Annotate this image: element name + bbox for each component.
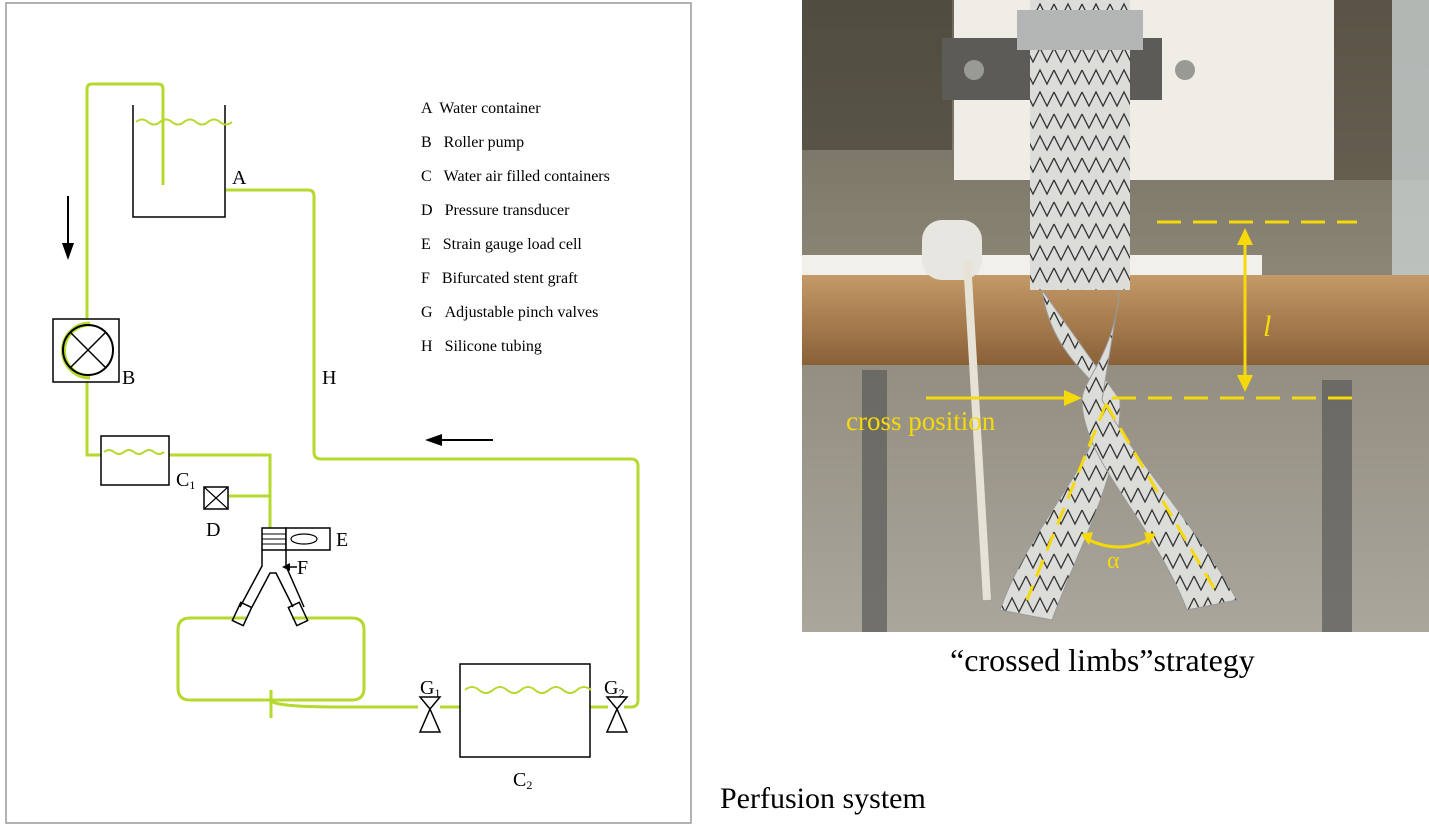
container-c2: [459, 663, 592, 758]
left-axis-dash: [1025, 403, 1108, 601]
label-d: D: [206, 519, 220, 541]
angle-arc: [1084, 536, 1153, 549]
annotations: [926, 220, 1357, 601]
label-c2: C2: [513, 769, 532, 792]
label-e: E: [336, 529, 348, 551]
label-h: H: [322, 367, 336, 389]
pinch-valve-g1: [418, 696, 442, 733]
water-container: [132, 105, 233, 218]
perfusion-diagram: A B C1 D E F: [5, 2, 692, 824]
flow-arrow-left: [425, 434, 493, 446]
pressure-transducer: [203, 486, 229, 510]
water-surface: [135, 118, 233, 126]
diagram-frame: [5, 2, 692, 824]
roller-pump: [52, 318, 120, 383]
strategy-caption: “crossed limbs”strategy: [950, 642, 1255, 678]
length-symbol: l: [1263, 310, 1271, 343]
crossed-limbs-photo: cross position l α: [802, 0, 1429, 632]
container-c1: [100, 435, 170, 486]
stent-graft: [231, 550, 309, 627]
label-f: F: [297, 557, 308, 579]
load-cell: [261, 527, 331, 551]
flow-arrow-down: [62, 196, 74, 260]
label-b: B: [122, 367, 135, 389]
stent-limb-left: [999, 289, 1121, 621]
annotation-arrowheads: [1064, 228, 1253, 545]
cross-position-label: cross position: [846, 406, 996, 436]
silicone-tubing: [85, 82, 640, 718]
label-g1: G1: [420, 677, 440, 700]
angle-symbol: α: [1107, 548, 1120, 574]
label-c1: C1: [176, 469, 195, 492]
label-a: A: [232, 167, 247, 189]
arrow-f: [282, 563, 297, 571]
right-axis-dash: [1104, 403, 1217, 591]
perfusion-caption: Perfusion system: [720, 782, 926, 815]
label-g2: G2: [604, 677, 624, 700]
pinch-valve-g2: [605, 696, 629, 733]
